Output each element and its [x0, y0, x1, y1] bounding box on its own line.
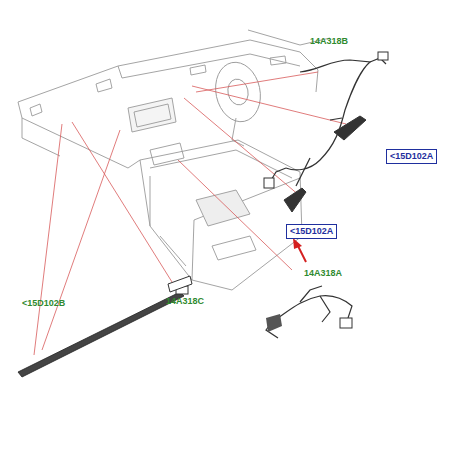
part-number-box: <15D102A [386, 149, 437, 164]
part-label: 14A318C [166, 296, 204, 307]
part-number-box: <15D102A [286, 224, 337, 239]
part-label: 14A318B [310, 36, 348, 47]
part-number: <15D102A [390, 151, 433, 162]
part-label: <15D102B [22, 298, 65, 309]
part-label: 14A318A [304, 268, 342, 279]
part-number: <15D102A [290, 226, 333, 237]
